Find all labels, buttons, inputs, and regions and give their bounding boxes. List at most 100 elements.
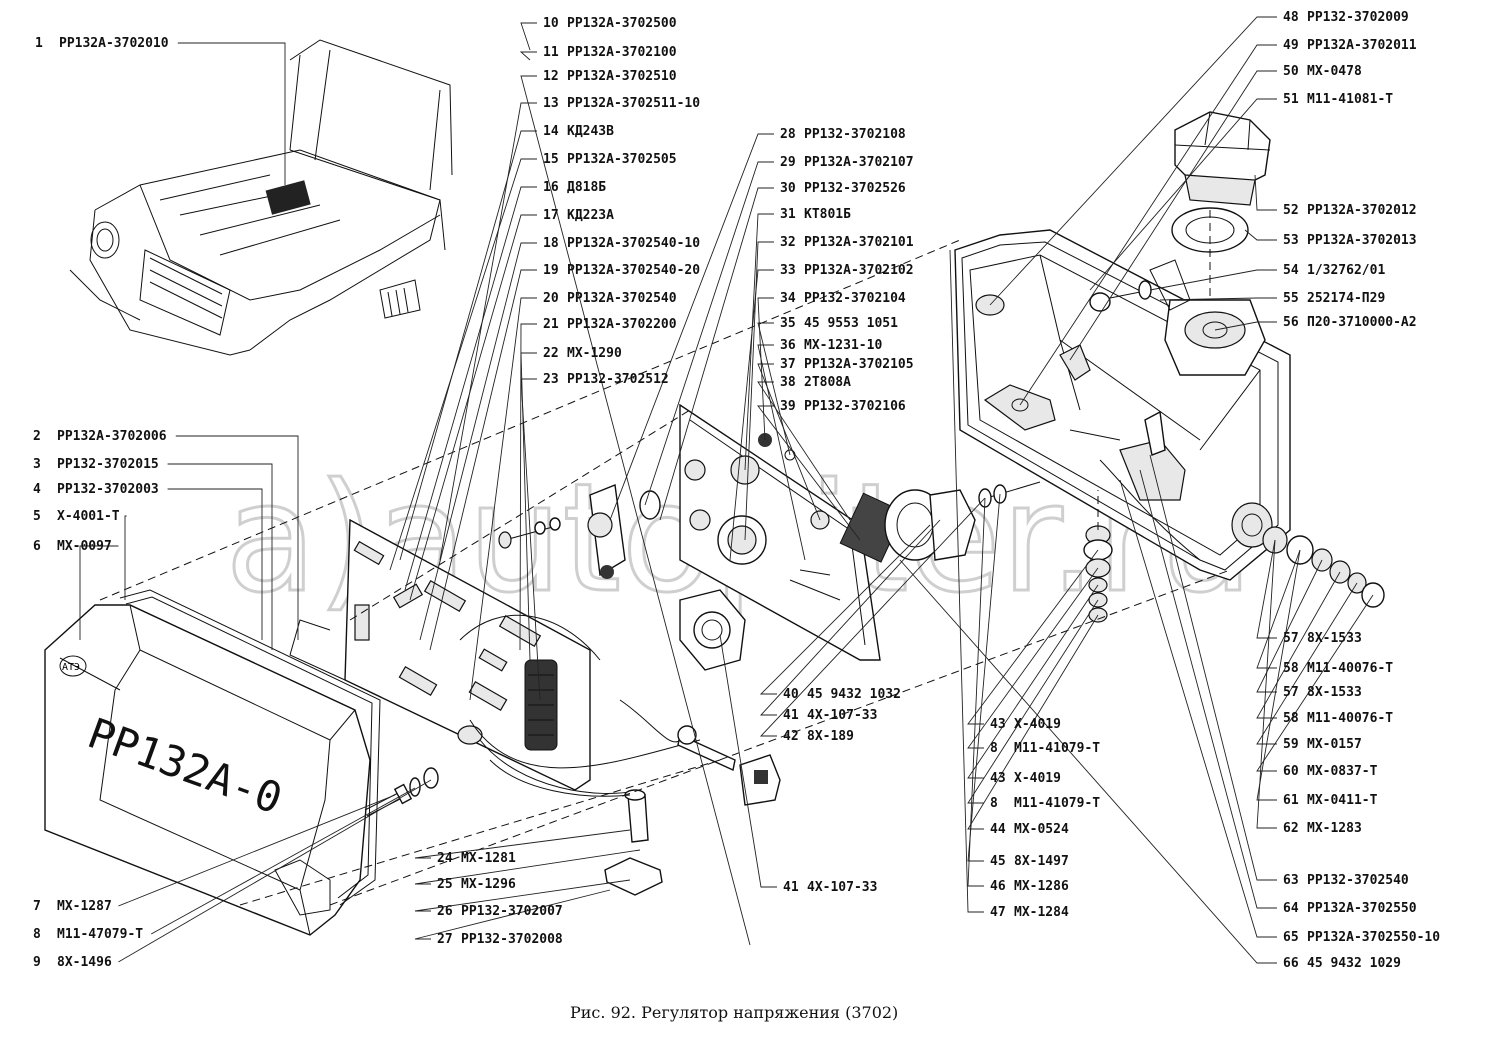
callout-part-code: РР132А-3702011 xyxy=(1307,38,1417,53)
callout-part-code: МХ-1290 xyxy=(567,346,622,361)
leader-line xyxy=(757,363,821,521)
leader-line xyxy=(1256,594,1374,772)
callout-number: 66 xyxy=(1283,956,1299,971)
callout-part-code: РР132А-3702500 xyxy=(567,16,677,31)
callout-number: 35 xyxy=(780,316,796,331)
cover-screw xyxy=(1089,280,1152,312)
callout-41: 41 4Х-107-33 xyxy=(783,708,877,723)
callout-number: 41 xyxy=(783,880,799,895)
callout-part-code: 8Х-1496 xyxy=(57,955,112,970)
callout-number: 26 xyxy=(437,904,453,919)
leader-line xyxy=(967,584,1099,779)
callout-part-code: 4Х-107-33 xyxy=(807,708,877,723)
callout-number: 53 xyxy=(1283,233,1299,248)
callout-49: 49 РР132А-3702011 xyxy=(1283,38,1417,53)
callout-number: 59 xyxy=(1283,737,1299,752)
callout-part-code: РР132-3702540 xyxy=(1307,873,1409,888)
housing-screw xyxy=(364,767,439,817)
callout-number: 37 xyxy=(780,357,796,372)
callout-part-code: МХ-1281 xyxy=(461,851,516,866)
small-screws xyxy=(498,490,661,549)
callout-number: 48 xyxy=(1283,10,1299,25)
leader-line xyxy=(967,493,1001,862)
callout-number: 18 xyxy=(543,236,559,251)
callout-part-code: РР132А-3702550-10 xyxy=(1307,930,1440,945)
callout-65: 65 РР132А-3702550-10 xyxy=(1283,930,1440,945)
leader-line xyxy=(1256,549,1301,801)
callout-number: 65 xyxy=(1283,930,1299,945)
callout-part-code: МХ-0097 xyxy=(57,539,112,554)
leader-line xyxy=(167,488,263,640)
callout-number: 41 xyxy=(783,708,799,723)
callout-part-code: 8Х-189 xyxy=(807,729,854,744)
callout-33: 33 РР132А-3702102 xyxy=(780,263,914,278)
callout-number: 4 xyxy=(33,482,41,497)
callout-part-code: МХ-0411-Т xyxy=(1307,793,1378,808)
leader-line xyxy=(967,497,986,887)
callout-part-code: МХ-0478 xyxy=(1307,64,1362,79)
callout-part-code: РР132А-3702510 xyxy=(567,69,677,84)
callout-part-code: 4Х-107-33 xyxy=(807,880,877,895)
terminal-fastener-chain xyxy=(1262,526,1385,608)
leader-line xyxy=(757,405,861,541)
leader-line xyxy=(967,599,1099,804)
callout-part-code: МХ-1284 xyxy=(1014,905,1069,920)
callout-part-code: КД243В xyxy=(567,124,614,139)
leader-line xyxy=(1149,269,1277,291)
callout-part-code: МХ-0837-Т xyxy=(1307,764,1378,779)
leader-line xyxy=(644,161,774,506)
leader-line xyxy=(414,889,611,940)
callout-part-code: РР132-3702003 xyxy=(57,482,159,497)
callout-number: 55 xyxy=(1283,291,1299,306)
callout-number: 34 xyxy=(780,291,796,306)
callout-part-code: РР132А-3702102 xyxy=(804,263,914,278)
leader-line xyxy=(744,241,774,541)
callout-part-code: МХ-1231-10 xyxy=(804,338,882,353)
callout-number: 6 xyxy=(33,539,41,554)
callout-number: 17 xyxy=(543,208,559,223)
callout-number: 11 xyxy=(543,45,559,60)
callout-number: 43 xyxy=(990,771,1006,786)
callout-number: 29 xyxy=(780,155,796,170)
leader-line xyxy=(118,779,432,963)
leader-line xyxy=(519,51,537,61)
callout-number: 47 xyxy=(990,905,1006,920)
callout-part-code: РР132-3702526 xyxy=(804,181,906,196)
callout-number: 56 xyxy=(1283,315,1299,330)
callout-part-code: РР132А-3702006 xyxy=(57,429,167,444)
callout-number: 8 xyxy=(33,927,41,942)
callout-number: 52 xyxy=(1283,203,1299,218)
callout-number: 15 xyxy=(543,152,559,167)
callout-part-code: 45 9432 1032 xyxy=(807,687,901,702)
callout-part-code: МХ-1287 xyxy=(57,899,112,914)
callout-part-code: РР132А-3702540 xyxy=(567,291,677,306)
callout-number: 33 xyxy=(780,263,796,278)
callout-number: 49 xyxy=(1283,38,1299,53)
callout-37: 37 РР132А-3702105 xyxy=(780,357,914,372)
leader-line xyxy=(404,186,537,591)
callout-part-code: РР132А-3702105 xyxy=(804,357,914,372)
callout-part-code: КТ801Б xyxy=(804,207,851,222)
figure-caption: Рис. 92. Регулятор напряжения (3702) xyxy=(570,1003,898,1022)
leader-line xyxy=(729,269,774,561)
